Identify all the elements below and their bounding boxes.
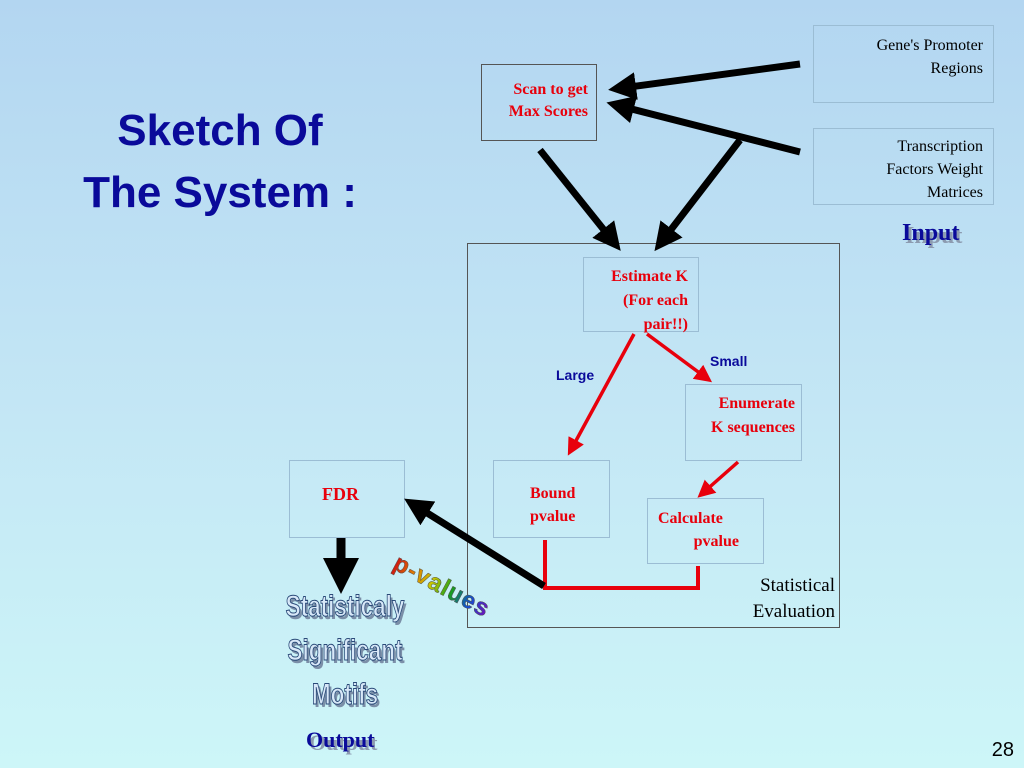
scan-line-2: Max Scores [508,103,588,120]
calculate-line-1: Calculate [658,510,723,527]
output-motifs: Statisticaly Significant Motifs [240,585,450,717]
output-label: Output [306,727,375,752]
output-line-1: Statisticaly [285,590,405,624]
tf-line-2: Factors Weight [886,161,983,178]
slide-title: Sketch Of The System : [40,100,400,224]
statistical-evaluation-container [467,243,840,628]
arrow-promoter-to-scan [608,60,801,101]
arrow-estimate-to-enumerate [645,332,713,383]
enumerate-line-1: Enumerate [718,395,795,412]
promoter-line-1: Gene's Promoter [876,37,983,54]
small-label: Small [710,353,748,369]
bound-line-2: pvalue [530,508,576,525]
input-label: Input [902,220,960,246]
evaluation-line-1: Statistical [760,575,835,596]
connector-bound-calculate [543,540,700,590]
output-line-2: Significant [287,634,403,668]
estimate-k-box: Estimate K (For each pair!!) [583,257,699,333]
arrow-enumerate-to-calculate [697,460,740,498]
arrow-pvalues-to-fdr [404,498,546,589]
fdr-label: FDR [322,484,359,504]
estimate-line-3: pair!!) [643,316,688,333]
evaluation-line-2: Evaluation [752,601,835,622]
promoter-line-2: Regions [930,60,983,77]
title-line-1: Sketch Of [117,106,323,155]
bound-line-1: Bound [530,485,576,502]
page-number: 28 [991,739,1014,761]
scan-box: Scan to get Max Scores [481,64,597,141]
arrow-estimate-to-bound [567,333,636,456]
arrow-scan-to-estimate [537,147,621,251]
tf-line-1: Transcription [897,138,983,155]
title-line-2: The System : [83,168,357,217]
enumerate-box: Enumerate K sequences [685,384,802,461]
arrow-tf-to-scan [606,95,801,156]
estimate-line-1: Estimate K [611,268,688,285]
estimate-line-2: (For each [622,292,688,309]
bound-pvalue-box: Bound pvalue [493,460,610,538]
scan-line-1: Scan to get [513,81,588,98]
promoter-regions-box: Gene's Promoter Regions [813,25,994,103]
arrow-tf-to-estimate [654,137,743,252]
enumerate-line-2: K sequences [711,419,795,436]
output-line-3: Motifs [311,678,379,712]
large-label: Large [556,367,595,383]
calculate-line-2: pvalue [693,533,739,550]
tf-line-3: Matrices [927,184,983,201]
calculate-pvalue-box: Calculate pvalue [647,498,764,564]
tf-matrices-box: Transcription Factors Weight Matrices [813,128,994,205]
statistical-evaluation-label: Statistical Evaluation [700,573,835,625]
